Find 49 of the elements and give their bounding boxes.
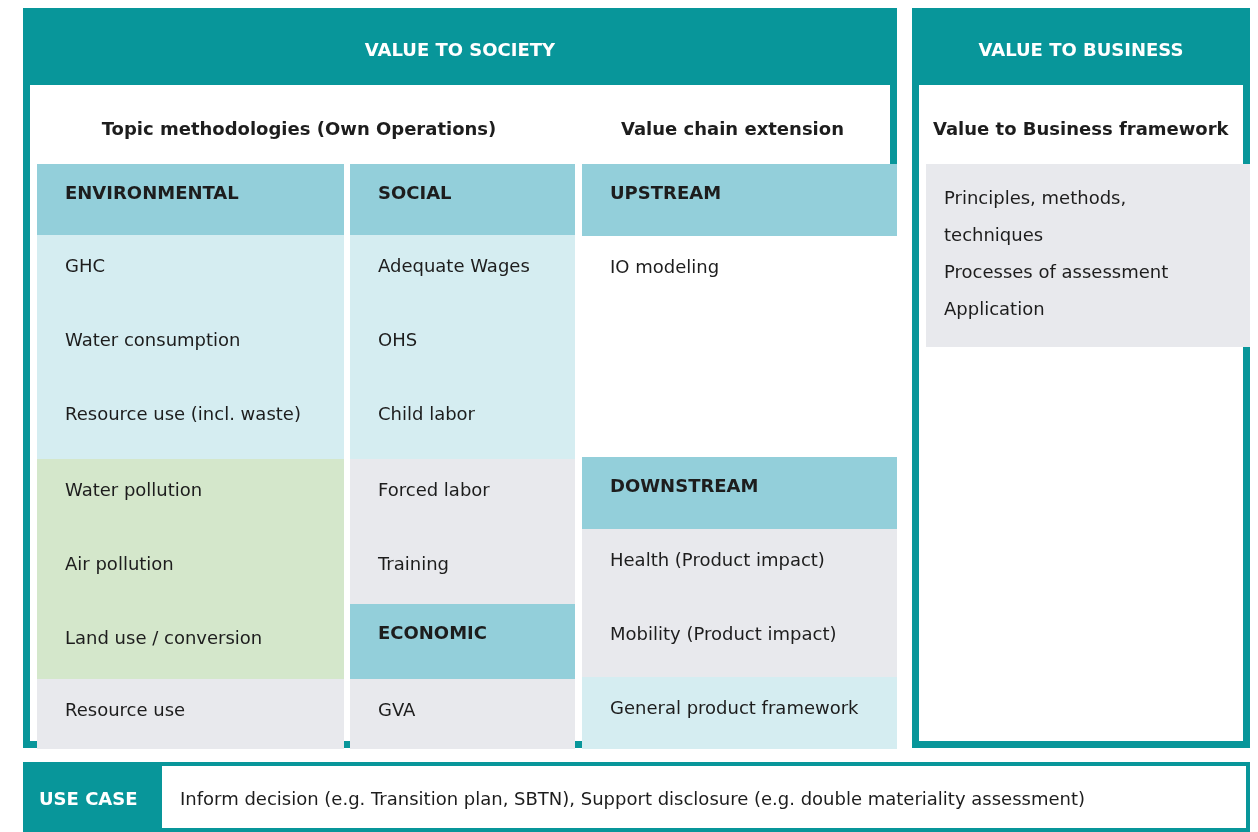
framework-item: Application bbox=[944, 297, 1046, 321]
topic-label: GVA bbox=[378, 699, 416, 720]
category-header-cell bbox=[582, 164, 897, 236]
category-header-cell bbox=[350, 604, 575, 679]
column-heading: Topic methodologies (Own Operations) bbox=[100, 118, 498, 139]
topic-label: Adequate Wages bbox=[378, 255, 530, 276]
topic-label: OHS bbox=[378, 329, 418, 350]
use-case-heading: USE CASE bbox=[39, 788, 138, 809]
topic-label: Air pollution bbox=[65, 553, 174, 574]
framework-item: Processes of assessment bbox=[944, 260, 1170, 284]
topic-label: Water pollution bbox=[65, 479, 203, 500]
framework-cell bbox=[926, 164, 1250, 347]
category-heading: ENVIRONMENTAL bbox=[65, 182, 239, 203]
topic-cell bbox=[582, 529, 897, 677]
section-title: VALUE TO BUSINESS bbox=[977, 39, 1185, 60]
column-heading: Value chain extension bbox=[620, 118, 845, 139]
topic-cell bbox=[350, 459, 575, 604]
framework-item: Principles, methods, techniques bbox=[944, 186, 1128, 247]
category-header-cell bbox=[37, 164, 344, 235]
topic-label: Forced labor bbox=[378, 479, 490, 500]
category-header-cell bbox=[582, 457, 897, 529]
topic-label: IO modeling bbox=[610, 256, 720, 277]
topic-label: GHC bbox=[65, 255, 106, 276]
topic-label: Training bbox=[378, 553, 450, 574]
topic-label: Mobility (Product impact) bbox=[610, 623, 837, 644]
section-title: VALUE TO SOCIETY bbox=[363, 39, 557, 60]
column-heading: Value to Business framework bbox=[933, 118, 1229, 139]
category-heading: ECONOMIC bbox=[378, 622, 487, 643]
topic-label: Health (Product impact) bbox=[610, 549, 825, 570]
topic-cell bbox=[350, 235, 575, 459]
topic-cell bbox=[582, 677, 897, 749]
use-case-bar bbox=[23, 762, 1250, 832]
topic-cell bbox=[350, 679, 575, 749]
topic-cell bbox=[37, 679, 344, 749]
topic-label: Child labor bbox=[378, 403, 475, 424]
topic-label: Land use / conversion bbox=[65, 627, 263, 648]
category-heading: UPSTREAM bbox=[610, 182, 722, 203]
topic-label: Resource use bbox=[65, 699, 186, 720]
section-panel bbox=[23, 8, 897, 748]
topic-label: General product framework bbox=[610, 697, 859, 718]
category-heading: SOCIAL bbox=[378, 182, 452, 203]
topic-label: Resource use (incl. waste) bbox=[65, 403, 301, 424]
section-panel bbox=[912, 8, 1250, 748]
category-heading: DOWNSTREAM bbox=[610, 475, 759, 496]
topic-cell bbox=[37, 459, 344, 679]
use-case-text: Inform decision (e.g. Transition plan, SBTN), Support disclosure (e.g. double materiality assessment) bbox=[180, 788, 1085, 809]
category-header-cell bbox=[350, 164, 575, 235]
topic-label: Water consumption bbox=[65, 329, 241, 350]
topic-cell bbox=[37, 235, 344, 459]
